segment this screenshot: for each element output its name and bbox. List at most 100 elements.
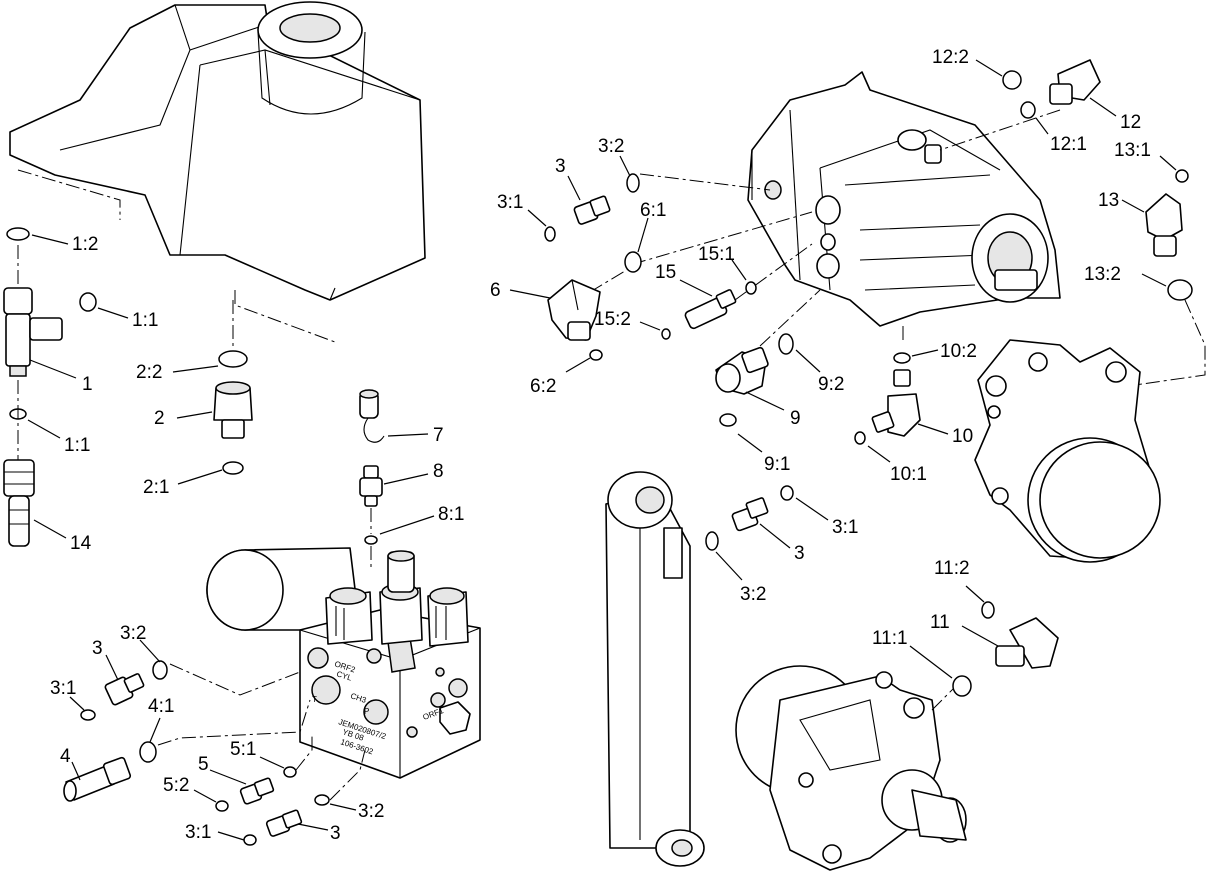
o-ring-11-1: [952, 675, 972, 697]
o-ring-4-1: [139, 741, 157, 763]
o-ring-3-1-cylinder: [780, 485, 794, 501]
o-ring-13-1: [1175, 169, 1189, 183]
leader-4-1: [149, 717, 161, 743]
leader-2-2: [172, 365, 219, 373]
callout-3-2-block-lower: 3:2: [358, 801, 384, 822]
leader-6-2: [565, 357, 591, 373]
block-line-orf: [329, 749, 366, 801]
pump-line-15: [734, 243, 813, 301]
block-line-p: [295, 735, 313, 771]
hydraulic-tank: [9, 1, 426, 301]
callout-13-1: 13:1: [1114, 140, 1151, 161]
leader-4: [71, 761, 81, 781]
o-ring-13-2: [1167, 279, 1193, 301]
leader-10-1: [867, 445, 891, 463]
leader-3-cylinder: [759, 523, 791, 549]
leader-7: [387, 433, 429, 437]
leader-15-1: [731, 259, 747, 281]
callout-8: 8: [433, 461, 444, 482]
callout-11-2: 11:2: [934, 558, 970, 579]
callout-10-1: 10:1: [890, 464, 927, 485]
leader-10-2: [911, 349, 939, 357]
block-line-cyl: [169, 663, 301, 696]
callout-6: 6: [490, 280, 501, 301]
callout-2-2: 2:2: [136, 362, 162, 383]
leader-2-1: [177, 469, 223, 485]
callout-4-1: 4:1: [148, 696, 174, 717]
callout-3-1-block-upper: 3:1: [50, 678, 76, 699]
callout-12: 12: [1120, 112, 1141, 133]
leader-3-block-lower: [297, 823, 329, 831]
leader-15: [679, 279, 713, 297]
callout-3-1-block-lower: 3:1: [185, 822, 211, 843]
leader-8: [383, 473, 429, 485]
straight-fitting-3-block-upper: [104, 673, 145, 706]
leader-3-pump: [567, 175, 581, 201]
wheel-motor-bottom: [735, 665, 967, 871]
callout-15: 15: [655, 262, 676, 283]
leader-6: [509, 289, 551, 299]
hydraulic-pump: [747, 71, 1061, 327]
callout-1-1-lower: 1:1: [64, 435, 90, 456]
o-ring-12-1: [1020, 101, 1036, 119]
callout-8-1: 8:1: [438, 504, 464, 525]
callout-2-1: 2:1: [143, 477, 169, 498]
elbow-fitting-12: [1049, 59, 1101, 105]
check-valve-15: [684, 289, 737, 330]
callout-3-1-pump: 3:1: [497, 192, 523, 213]
leader-12-2: [975, 59, 1003, 77]
callout-15-1: 15:1: [698, 244, 735, 265]
o-ring-3-1-block-lower: [243, 834, 257, 846]
leader-15-2: [639, 321, 661, 331]
elbow-fitting-6: [547, 279, 601, 341]
leader-5: [209, 769, 247, 785]
leader-1-2: [31, 234, 69, 245]
callout-3-1-cylinder: 3:1: [832, 517, 858, 538]
o-ring-15-2: [661, 328, 671, 340]
leader-5-2: [193, 789, 217, 803]
leader-3-1-block-lower: [217, 831, 245, 841]
leader-13-2: [1141, 273, 1167, 287]
callout-1-2: 1:2: [72, 234, 98, 255]
leader-3-1-pump: [527, 209, 547, 227]
callout-9: 9: [790, 408, 801, 429]
hose-barb-fitting-4: [63, 756, 132, 802]
straight-fitting-3-cylinder: [731, 497, 769, 532]
o-ring-2-2: [218, 350, 248, 368]
callout-3-2-cylinder: 3:2: [740, 584, 766, 605]
callout-3-pump: 3: [555, 156, 566, 177]
elbow-fitting-10: [871, 369, 921, 437]
callout-5: 5: [198, 754, 209, 775]
callout-13: 13: [1098, 190, 1119, 211]
callout-7: 7: [433, 425, 444, 446]
leader-13-1: [1159, 155, 1177, 171]
wheel-motor-right: [974, 339, 1161, 563]
elbow-fitting-11: [995, 617, 1059, 669]
callout-4: 4: [60, 746, 71, 767]
leader-13: [1121, 199, 1145, 213]
callout-10-2: 10:2: [940, 341, 977, 362]
block-line-t: [157, 699, 311, 746]
callout-3-2-pump: 3:2: [598, 136, 624, 157]
leader-2: [176, 411, 213, 419]
leader-3-block-upper: [105, 654, 119, 681]
callout-6-2: 6:2: [530, 376, 556, 397]
pump-line-9: [759, 289, 821, 347]
o-ring-3-1-pump: [544, 226, 556, 242]
o-ring-6-2: [589, 349, 603, 361]
elbow-fitting-13: [1145, 193, 1183, 257]
leader-3-1-cylinder: [795, 497, 829, 521]
o-ring-5-2: [215, 800, 229, 812]
o-ring-11-2: [981, 601, 995, 619]
leader-1: [29, 359, 77, 379]
leader-8-1: [379, 515, 435, 535]
leader-3-2-cylinder: [715, 551, 743, 581]
callout-10: 10: [952, 426, 973, 447]
o-ring-1-1-upper: [79, 292, 97, 312]
adapter-fitting-8: [359, 465, 383, 507]
leader-1-1a: [97, 307, 129, 319]
hydraulic-cylinder: [605, 471, 705, 867]
leader-9-1: [737, 433, 763, 453]
callout-12-2: 12:2: [932, 47, 969, 68]
